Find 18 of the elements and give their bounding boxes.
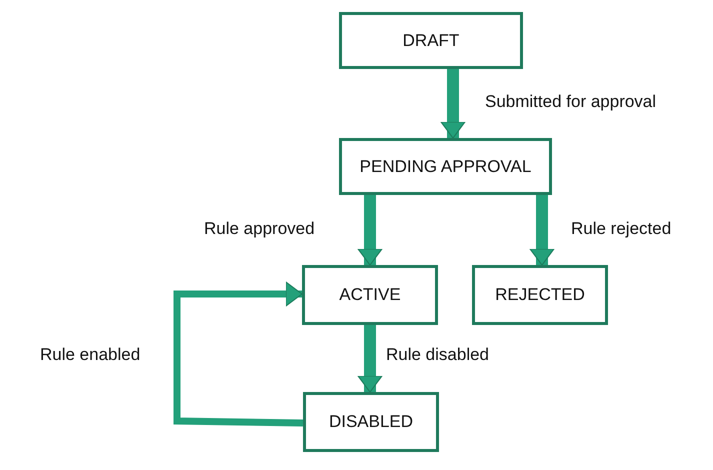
arrow <box>358 195 382 266</box>
state-label: REJECTED <box>495 285 585 305</box>
edge-label: Rule approved <box>204 219 315 239</box>
state-box <box>303 392 439 452</box>
state-label: DRAFT <box>402 30 460 50</box>
state-label: DISABLED <box>328 412 414 432</box>
state-box <box>339 138 552 195</box>
state-label: ACTIVE <box>339 285 401 305</box>
state-box <box>472 265 608 325</box>
state-box <box>339 12 523 69</box>
state-box <box>302 265 438 325</box>
arrow <box>174 282 304 426</box>
edge-label: Rule rejected <box>571 219 672 239</box>
arrow <box>440 69 466 138</box>
edge-label: Submitted for approval <box>485 92 656 112</box>
state-label: PENDING APPROVAL <box>360 156 532 176</box>
arrow <box>358 325 382 392</box>
arrow <box>530 195 554 266</box>
